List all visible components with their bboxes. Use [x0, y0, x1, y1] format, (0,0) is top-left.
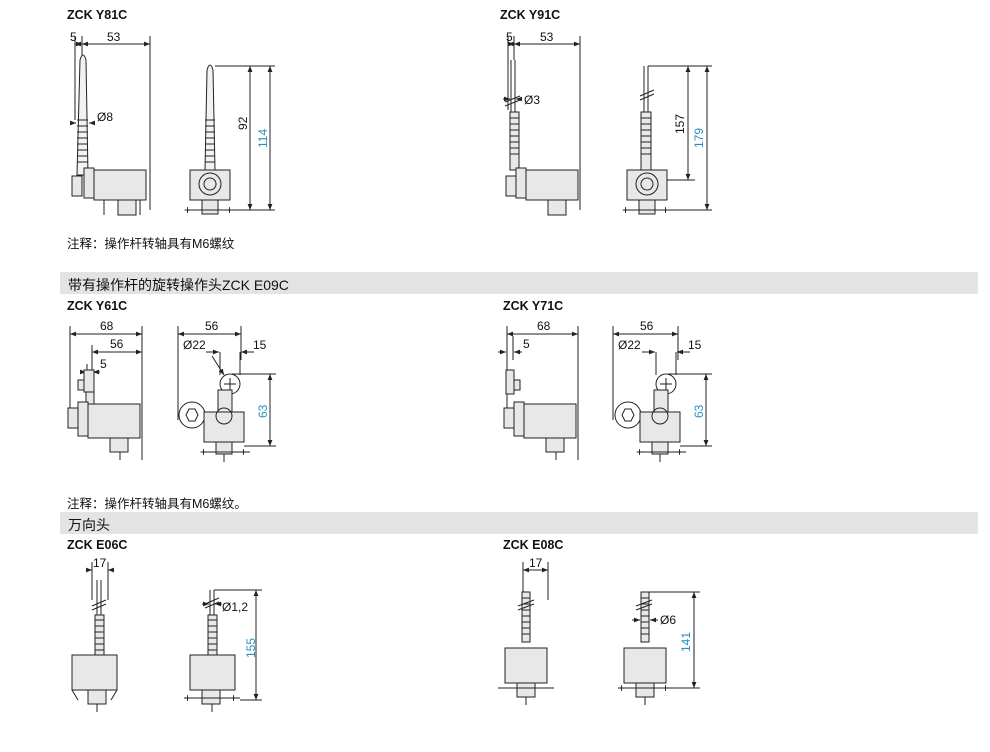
svg-text:+: +: [662, 681, 669, 695]
svg-text:+: +: [676, 445, 683, 459]
svg-text:+: +: [230, 691, 237, 705]
dim-e08-h: 141: [679, 632, 693, 652]
dim-y71-w5: 15: [688, 338, 702, 352]
svg-text:+: +: [636, 445, 643, 459]
dim-y61-w1: 68: [100, 319, 114, 333]
dim-y91-h1: 157: [673, 114, 687, 134]
dim-y91-a: 5: [506, 30, 513, 44]
dim-y61-w3: 5: [100, 357, 107, 371]
drawing-y71-side: [498, 326, 579, 460]
drawing-y91-side: [503, 36, 581, 216]
section-band-multidirectional: 万向头: [60, 512, 978, 534]
drawing-y81-side: [70, 36, 151, 216]
dim-y91-dia: Ø3: [524, 93, 540, 107]
dim-y81-h2: 114: [256, 129, 270, 148]
svg-text:+: +: [200, 445, 207, 459]
dim-y61-w5: 15: [253, 338, 267, 352]
dim-e06-dia: Ø1,2: [222, 600, 248, 614]
note-m6-thread: 注释：操作杆转轴具有M6螺纹: [67, 237, 235, 251]
section-title-multidirectional: 万向头: [68, 517, 110, 533]
dim-e06-h: 155: [244, 638, 258, 658]
section-title-rotary: 带有操作杆的旋转操作头ZCK E09C: [68, 277, 289, 293]
dim-y71-w1: 68: [537, 319, 551, 333]
drawing-y71-front: ++: [612, 326, 712, 462]
svg-text:+: +: [184, 691, 191, 705]
dim-y71-w3: 5: [523, 337, 530, 351]
dim-y81-h1: 92: [236, 116, 250, 130]
model-title-y81: ZCK Y81C: [67, 8, 128, 22]
svg-text:+: +: [226, 203, 233, 217]
dim-e08-w: 17: [529, 556, 543, 570]
dim-y91-h2: 179: [692, 128, 706, 148]
dim-e08-dia: Ø6: [660, 613, 676, 627]
dim-y61-w4: 56: [205, 319, 219, 333]
drawing-y61-side: [67, 326, 143, 460]
dim-y71-dia: Ø22: [618, 338, 641, 352]
dim-y61-h: 63: [256, 404, 270, 418]
drawing-y91-front: ++: [622, 65, 712, 217]
svg-text:+: +: [622, 203, 629, 217]
svg-text:+: +: [184, 203, 191, 217]
dim-y71-w4: 56: [640, 319, 654, 333]
model-title-y91: ZCK Y91C: [500, 8, 561, 22]
model-title-y61: ZCK Y61C: [67, 299, 128, 313]
drawing-y61-front: ++: [177, 326, 276, 462]
model-title-e06: ZCK E06C: [67, 538, 128, 552]
svg-text:+: +: [240, 445, 247, 459]
drawing-y81-front: ++: [184, 64, 275, 217]
drawing-e06-side: [71, 562, 118, 712]
note-m6-thread-2: 注释：操作杆转轴具有M6螺纹。: [67, 497, 247, 511]
model-title-e08: ZCK E08C: [503, 538, 564, 552]
dim-y61-dia: Ø22: [183, 338, 206, 352]
dim-e06-w: 17: [93, 556, 107, 570]
svg-text:+: +: [618, 681, 625, 695]
dim-y61-w2: 56: [110, 337, 124, 351]
svg-text:+: +: [662, 203, 669, 217]
dim-y91-b: 53: [540, 30, 554, 44]
dim-y81-b: 53: [107, 30, 121, 44]
drawing-e06-front: ++: [184, 589, 262, 712]
drawing-e08-side: [498, 562, 554, 705]
model-title-y71: ZCK Y71C: [503, 299, 564, 313]
section-band-rotary: 带有操作杆的旋转操作头ZCK E09C: [60, 272, 978, 294]
dim-y81-a: 5: [70, 30, 77, 44]
drawing-e08-front: ++: [618, 591, 700, 705]
dim-y71-h: 63: [692, 404, 706, 418]
dim-y81-dia: Ø8: [97, 110, 113, 124]
